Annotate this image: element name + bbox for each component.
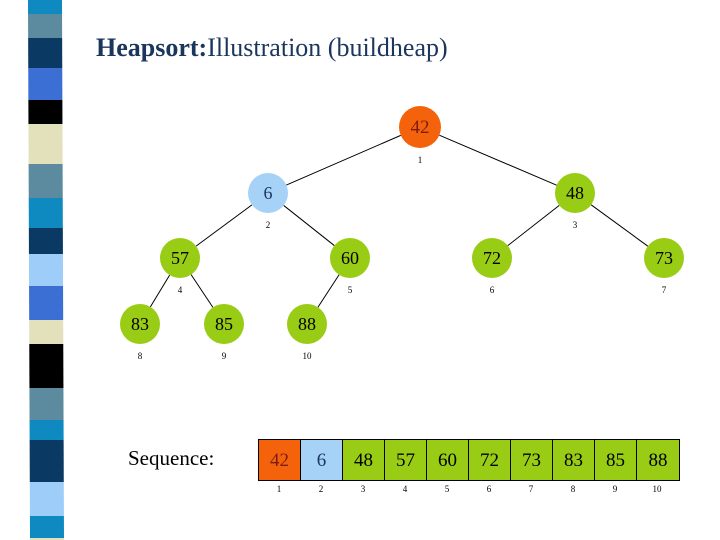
tree-node-value: 60 bbox=[341, 248, 359, 268]
tree-node-value: 88 bbox=[298, 314, 316, 334]
tree-edge bbox=[286, 134, 401, 186]
sequence-cell-index: 3 bbox=[360, 484, 366, 494]
sequence-cell-index: 10 bbox=[652, 484, 662, 494]
tree-node-index: 3 bbox=[572, 220, 578, 230]
sequence-cell-8[interactable]: 83 bbox=[553, 440, 595, 480]
sequence-cell-6[interactable]: 72 bbox=[469, 440, 511, 480]
tree-node-value: 48 bbox=[566, 183, 584, 203]
page-title: Heapsort:Illustration (buildheap) bbox=[96, 33, 676, 63]
sequence-index-row: 1 2 3 4 5 6 7 8 9 10 bbox=[258, 484, 678, 494]
sequence-cell-5[interactable]: 60 bbox=[427, 440, 469, 480]
tree-node-42[interactable]: 42 bbox=[399, 106, 441, 148]
sequence-cell-4[interactable]: 57 bbox=[385, 440, 427, 480]
tree-node-index: 10 bbox=[302, 351, 312, 361]
sequence-cell-10[interactable]: 88 bbox=[637, 440, 679, 480]
sequence-cell-index: 8 bbox=[570, 484, 576, 494]
sequence-cell-value: 72 bbox=[480, 449, 499, 471]
tree-node-83[interactable]: 83 bbox=[120, 304, 160, 344]
tree-node-6[interactable]: 6 bbox=[248, 173, 288, 213]
sequence-cell-3[interactable]: 48 bbox=[343, 440, 385, 480]
tree-node-index: 2 bbox=[265, 220, 271, 230]
tree-node-value: 6 bbox=[263, 183, 273, 203]
sequence-cell-value: 88 bbox=[648, 449, 668, 471]
tree-edge bbox=[190, 274, 214, 308]
tree-edges bbox=[149, 134, 649, 308]
sequence-cell-2[interactable]: 6 bbox=[301, 440, 343, 480]
sequence-cell-value: 48 bbox=[354, 449, 373, 471]
tree-node-value: 83 bbox=[131, 314, 149, 334]
sequence-cell-value: 73 bbox=[522, 449, 541, 471]
page-title-rest: Illustration (buildheap) bbox=[207, 33, 448, 62]
tree-node-value: 72 bbox=[483, 248, 501, 268]
tree-edge bbox=[590, 204, 649, 247]
sequence-cell-index: 2 bbox=[318, 484, 324, 494]
tree-node-88[interactable]: 88 bbox=[287, 304, 327, 344]
sequence-cell-index: 6 bbox=[486, 484, 492, 494]
tree-node-60[interactable]: 60 bbox=[330, 238, 370, 278]
tree-node-index: 1 bbox=[417, 155, 423, 165]
sequence-cell-index: 1 bbox=[276, 484, 282, 494]
tree-node-index: 9 bbox=[221, 351, 227, 361]
stripe-15 bbox=[28, 440, 64, 482]
stripe-17 bbox=[28, 516, 64, 538]
tree-node-value: 42 bbox=[410, 116, 430, 138]
tree-node-value: 85 bbox=[215, 314, 233, 334]
sequence-cell-1[interactable]: 42 bbox=[259, 440, 301, 480]
sequence-cell-index: 9 bbox=[612, 484, 618, 494]
tree-node-57[interactable]: 57 bbox=[160, 238, 200, 278]
tree-node-index: 5 bbox=[347, 285, 353, 295]
sequence-cell-value: 42 bbox=[270, 449, 289, 471]
tree-edge bbox=[195, 204, 253, 247]
sequence-cell-index: 4 bbox=[402, 484, 408, 494]
stripe-14 bbox=[28, 420, 64, 440]
sequence-cell-index: 7 bbox=[528, 484, 534, 494]
sequence-cell-value: 83 bbox=[564, 449, 583, 471]
sequence-cell-value: 57 bbox=[396, 449, 415, 471]
sequence-table: 42 6 48 57 60 72 73 83 85 88 bbox=[258, 439, 680, 481]
tree-node-index: 7 bbox=[661, 285, 667, 295]
tree-edge bbox=[439, 134, 557, 186]
sequence-cell-value: 60 bbox=[438, 449, 457, 471]
tree-node-73[interactable]: 73 bbox=[644, 238, 684, 278]
sequence-cell-index: 5 bbox=[444, 484, 450, 494]
tree-edge bbox=[283, 205, 335, 246]
tree-node-48[interactable]: 48 bbox=[555, 173, 595, 213]
tree-node-85[interactable]: 85 bbox=[204, 304, 244, 344]
tree-node-value: 57 bbox=[171, 248, 189, 268]
tree-node-value: 73 bbox=[655, 248, 673, 268]
tree-edge bbox=[507, 204, 560, 247]
sequence-cell-value: 85 bbox=[606, 449, 625, 471]
tree-node-72[interactable]: 72 bbox=[472, 238, 512, 278]
tree-node-index: 8 bbox=[137, 351, 143, 361]
sequence-cell-7[interactable]: 73 bbox=[511, 440, 553, 480]
page-title-prefix: Heapsort: bbox=[96, 33, 208, 62]
stripe-16 bbox=[28, 482, 64, 516]
tree-edge bbox=[317, 274, 340, 308]
sequence-cell-9[interactable]: 85 bbox=[595, 440, 637, 480]
tree-edge bbox=[149, 274, 171, 308]
sequence-label: Sequence: bbox=[128, 446, 215, 470]
tree-node-index: 4 bbox=[177, 285, 183, 295]
sequence-cell-value: 6 bbox=[316, 449, 327, 471]
tree-node-index: 6 bbox=[489, 285, 495, 295]
